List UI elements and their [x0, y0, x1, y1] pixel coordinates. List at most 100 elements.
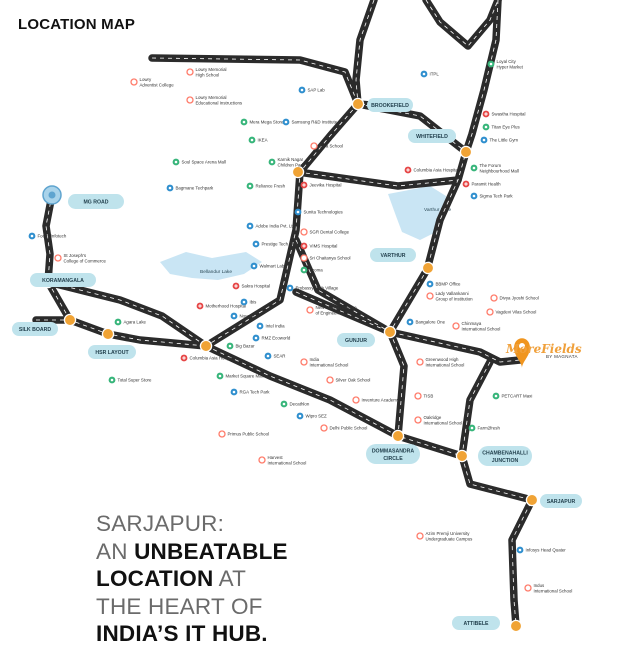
place-label: TISB [424, 394, 434, 399]
school-icon [524, 584, 532, 592]
school-icon [258, 456, 266, 464]
place-48: Columbia Asia Hospital [180, 354, 235, 362]
tagline-line-1: SARJAPUR: [96, 511, 225, 536]
hospital-cross [406, 168, 410, 172]
icon-dot [296, 210, 300, 214]
place-label: International School [310, 362, 349, 367]
place-label: Farm2fresh [478, 426, 501, 431]
icon-dot [248, 184, 252, 188]
hospital-cross [234, 284, 238, 288]
area-koramangala: KORAMANGALA [30, 273, 96, 287]
place-label: Infosys Head Quater [526, 548, 567, 553]
place-label: of Engineering [316, 310, 345, 315]
place-63: Farm2fresh [468, 424, 501, 432]
place-30: Walmart Labs [250, 262, 287, 270]
place-label: Samsung R&D Institute [292, 120, 338, 125]
place-label: Lowry Memorial [196, 67, 227, 72]
place-label: Lady Vallankanni [436, 291, 469, 296]
area-pill [478, 446, 532, 466]
place-label: International School [426, 362, 465, 367]
area-brookefield: BROOKEFIELD [367, 98, 413, 112]
place-47: Big Bazar [226, 342, 256, 350]
place-57: TISB [414, 392, 434, 400]
icon-dot [250, 138, 254, 142]
place-10: Swastha Hospital [482, 110, 525, 118]
school-icon [426, 292, 434, 300]
place-label: VIMS Hospital [310, 244, 338, 249]
road-mg-koramangala-marking [45, 194, 71, 321]
school-icon [218, 430, 226, 438]
place-label: Lowry [140, 77, 153, 82]
place-36: Divya Jyoshi School [490, 294, 539, 302]
junction-dot-icon [459, 145, 473, 159]
place-9: Bipa School [310, 142, 343, 150]
road-sarjapur-attibele-marking [461, 455, 533, 627]
place-19: Jeevika Hospital [300, 181, 342, 189]
place-label: Columbia Asia Hospital [190, 356, 235, 361]
junction-dot-icon [199, 339, 213, 353]
place-label: The Forum [480, 163, 502, 168]
place-label: Inventure Academy [362, 398, 400, 403]
icon-dot [242, 120, 246, 124]
place-59: Decathlon [280, 400, 310, 408]
place-label: Children Park [278, 162, 305, 167]
place-label: Agara Lake [124, 320, 147, 325]
place-label: High School [196, 72, 220, 77]
area-pill [366, 444, 420, 464]
place-label: Motherhood Hospital [206, 304, 247, 309]
icon-dot [252, 264, 256, 268]
icon-dot [254, 336, 258, 340]
place-label: Indus [534, 583, 546, 588]
place-4: ITPL [420, 70, 440, 78]
place-label: International School [462, 326, 501, 331]
school-icon [490, 294, 498, 302]
place-label: India [310, 357, 320, 362]
place-label: Sri Chaitanya School [310, 256, 351, 261]
place-label: Big Bazar [236, 344, 256, 349]
icon-dot [266, 354, 270, 358]
place-label: Harvest [268, 455, 284, 460]
place-label: Loyal City [497, 59, 517, 64]
school-icon [306, 306, 314, 314]
place-label: Croma [310, 268, 324, 273]
place-7: Samsung R&D Institute [282, 118, 338, 126]
place-label: Jeevika Hospital [310, 183, 342, 188]
morefields-logo: MoreFields BY MAGNATA [506, 342, 582, 359]
place-43: Intel India [256, 322, 285, 330]
place-label: ITPL [430, 72, 440, 77]
icon-dot [228, 344, 232, 348]
place-label: Paramit Health [472, 182, 502, 187]
tagline-emphasis: UNBEATABLE [134, 538, 288, 564]
area-label: KORAMANGALA [42, 278, 84, 284]
icon-dot [258, 324, 262, 328]
place-label: Chinmaya [462, 321, 482, 326]
junction-dot-icon [509, 619, 523, 633]
area-pill [12, 322, 58, 336]
area-pill [540, 494, 582, 508]
place-27: Prestige Tech Park [252, 240, 299, 248]
place-64: Primus Public School [218, 430, 269, 438]
place-8: IKEA [248, 136, 268, 144]
school-icon [300, 254, 308, 262]
school-icon [452, 322, 460, 330]
place-12: The Little Gym [480, 136, 518, 144]
place-label: IKEA [258, 138, 268, 143]
area-label: JUNCTION [492, 458, 519, 464]
place-label: SGR Dental College [310, 230, 350, 235]
road-old-airport-marking [151, 57, 384, 107]
place-32: BBMP Office [426, 280, 461, 288]
tagline-line-3: LOCATION AT [96, 565, 288, 593]
junction-dot-icon [101, 327, 115, 341]
place-49: SEAR [264, 352, 285, 360]
place-label: Greenwood High [426, 357, 460, 362]
road-dommasandra-marking [389, 331, 405, 437]
junction-dot-icon [455, 449, 469, 463]
place-46: RMZ Ecoworld [252, 334, 291, 342]
place-label: International School [268, 460, 307, 465]
icon-dot [518, 548, 522, 552]
